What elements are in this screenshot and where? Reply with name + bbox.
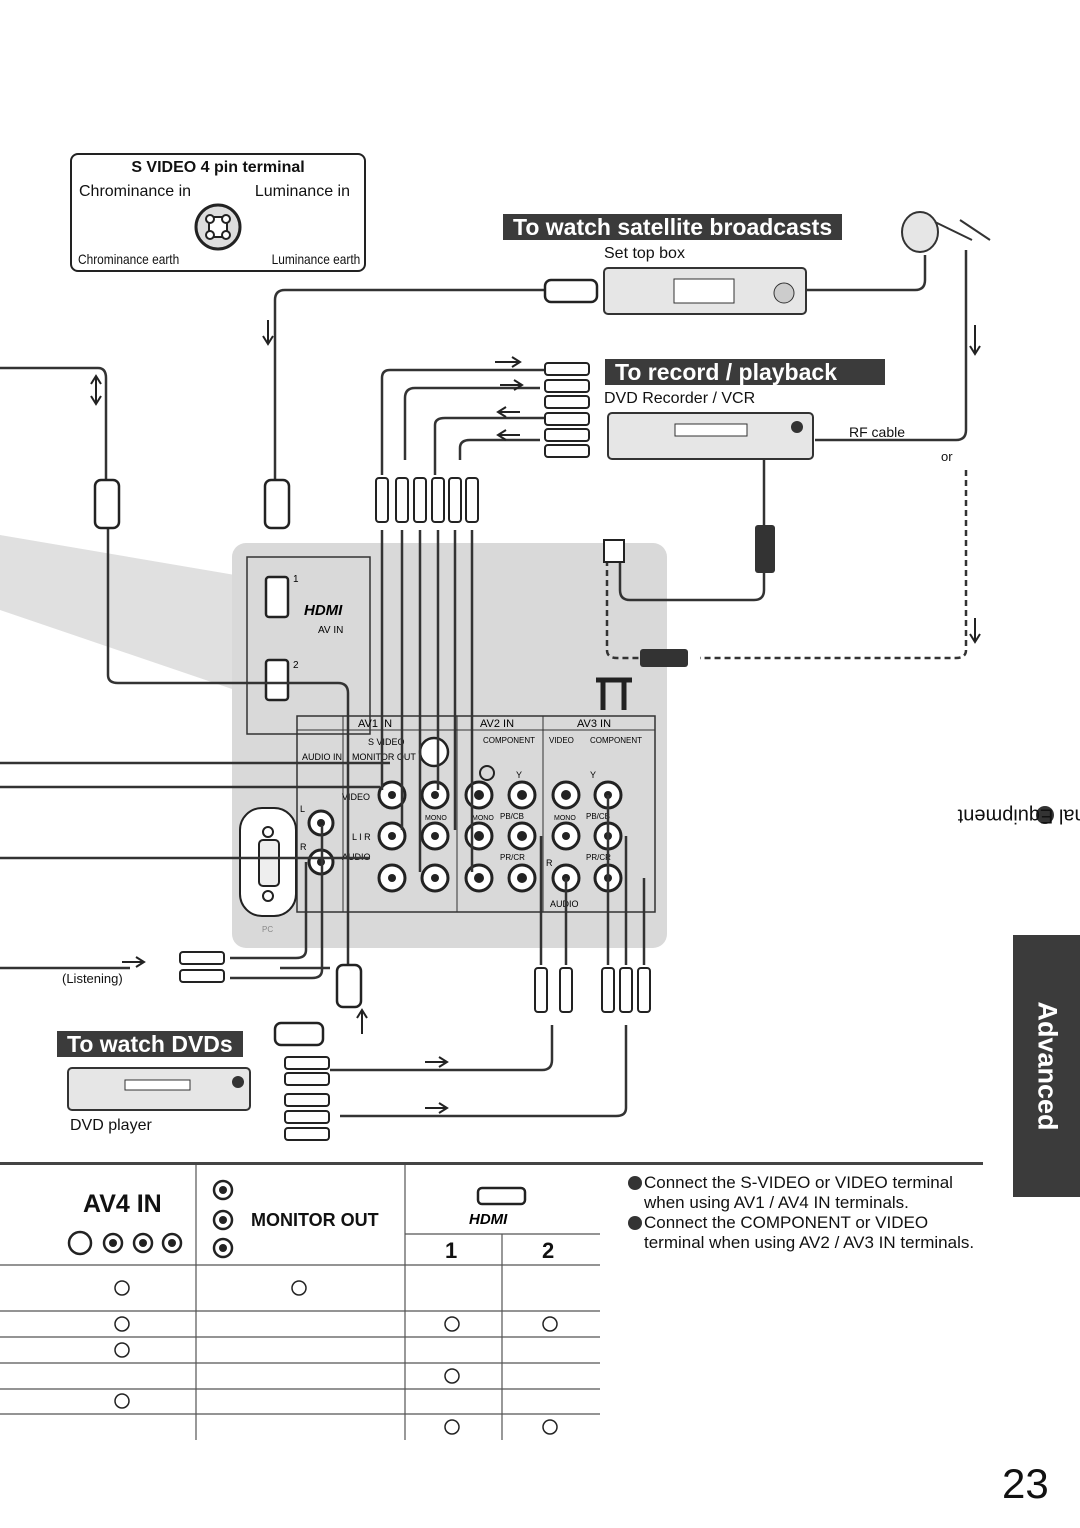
table-mark (444, 1419, 460, 1435)
pc-label: PC (262, 925, 273, 934)
hdmi-2-label: 2 (293, 660, 299, 671)
mono-label-2: MONO (472, 815, 494, 822)
dvd-player-label: DVD player (70, 1117, 152, 1134)
pr-cr-label-av3: PR/CR (586, 853, 611, 862)
s-video-label: S VIDEO (368, 737, 405, 747)
audio-r-label: R (300, 842, 307, 852)
component-label-av3: COMPONENT (590, 736, 642, 745)
chrominance-in-label: Chrominance in (79, 183, 192, 200)
satellite-banner: To watch satellite broadcasts (503, 214, 843, 240)
rf-cable-label: RF cable (849, 424, 906, 440)
av-in-label: AV IN (318, 625, 343, 636)
hdmi-1-label: 1 (293, 574, 299, 585)
mono-label-1: MONO (425, 815, 447, 822)
s-video-title: S VIDEO 4 pin terminal (131, 159, 305, 176)
s-video-connector-icon (194, 203, 242, 251)
listening-label: (Listening) (62, 971, 123, 986)
hdmi-plugs (93, 278, 599, 1047)
hdmi-logo: HDMI (304, 602, 343, 619)
hdmi-col-2-header: 2 (542, 1238, 555, 1263)
monitor-out-panel-label: MONITOR OUT (352, 752, 416, 762)
av3-in-label: AV3 IN (577, 718, 611, 730)
video-label-av3: VIDEO (549, 736, 574, 745)
note-1: Connect the S-VIDEO or VIDEO terminal wh… (628, 1173, 988, 1213)
av2-in-label: AV2 IN (480, 718, 514, 730)
advanced-tab-label: Advanced (1032, 1001, 1062, 1131)
av4-in-header: AV4 IN (83, 1190, 162, 1218)
rf-plug (755, 525, 775, 573)
dvd-recorder-illustration (607, 412, 814, 460)
table-marks (114, 1280, 558, 1435)
monitor-out-header: MONITOR OUT (251, 1210, 379, 1230)
antenna-terminal (596, 677, 632, 710)
y-label-av3: Y (590, 770, 596, 780)
note-2: Connect the COMPONENT or VIDEO terminal … (628, 1213, 988, 1253)
notes: Connect the S-VIDEO or VIDEO terminal wh… (628, 1173, 988, 1253)
luminance-earth-label: Luminance earth (271, 251, 360, 267)
table-mark (542, 1419, 558, 1435)
table-mark (444, 1368, 460, 1384)
pb-cb-label-av2: PB/CB (500, 812, 524, 821)
dvd-recorder-label: DVD Recorder / VCR (604, 390, 756, 407)
table-mark (114, 1280, 130, 1296)
hdmi-port-1 (264, 575, 290, 619)
external-equipment-label: External Equipment (957, 804, 1080, 827)
set-top-box-label: Set top box (604, 245, 685, 262)
pr-cr-label-av2: PR/CR (500, 853, 525, 862)
page-number: 23 (1002, 1460, 1049, 1507)
table-mark (291, 1280, 307, 1296)
table-mark (114, 1342, 130, 1358)
hdmi-col-1-header: 1 (445, 1238, 458, 1263)
audio-in-label: AUDIO IN (302, 752, 342, 762)
component-label-av2: COMPONENT (483, 736, 535, 745)
r-label-av3: R (546, 858, 553, 868)
pb-cb-label-av3: PB/CB (586, 812, 610, 821)
s-video-pin-box: S VIDEO 4 pin terminal Chrominance in Lu… (70, 153, 366, 272)
audio-l-label: L (300, 804, 305, 814)
table-mark (542, 1316, 558, 1332)
set-top-box-illustration (603, 267, 807, 315)
lir-label: L I R (352, 832, 371, 842)
satellite-dish-illustration (901, 211, 991, 268)
table-mark (114, 1393, 130, 1409)
luminance-in-label: Luminance in (254, 183, 350, 200)
s-video-port (418, 736, 450, 768)
table-top-rule (0, 1162, 983, 1165)
or-label: or (941, 449, 953, 464)
advanced-tab (1013, 935, 1080, 1197)
chrominance-earth-label: Chrominance earth (78, 251, 180, 267)
record-banner: To record / playback (605, 359, 885, 385)
ground-terminal (479, 765, 495, 781)
hdmi-port-2 (264, 658, 290, 702)
video-label-av1: VIDEO (342, 792, 370, 802)
table-hdmi-logo: HDMI (469, 1211, 508, 1228)
y-label-av2: Y (516, 770, 522, 780)
dvd-player-illustration (67, 1067, 251, 1111)
mono-label-3: MONO (554, 815, 576, 822)
av1-in-label: AV1 IN (358, 718, 392, 730)
audio-label-av3: AUDIO (550, 899, 579, 909)
table-mark (444, 1316, 460, 1332)
table-mark (114, 1316, 130, 1332)
dvds-banner: To watch DVDs (57, 1031, 243, 1057)
